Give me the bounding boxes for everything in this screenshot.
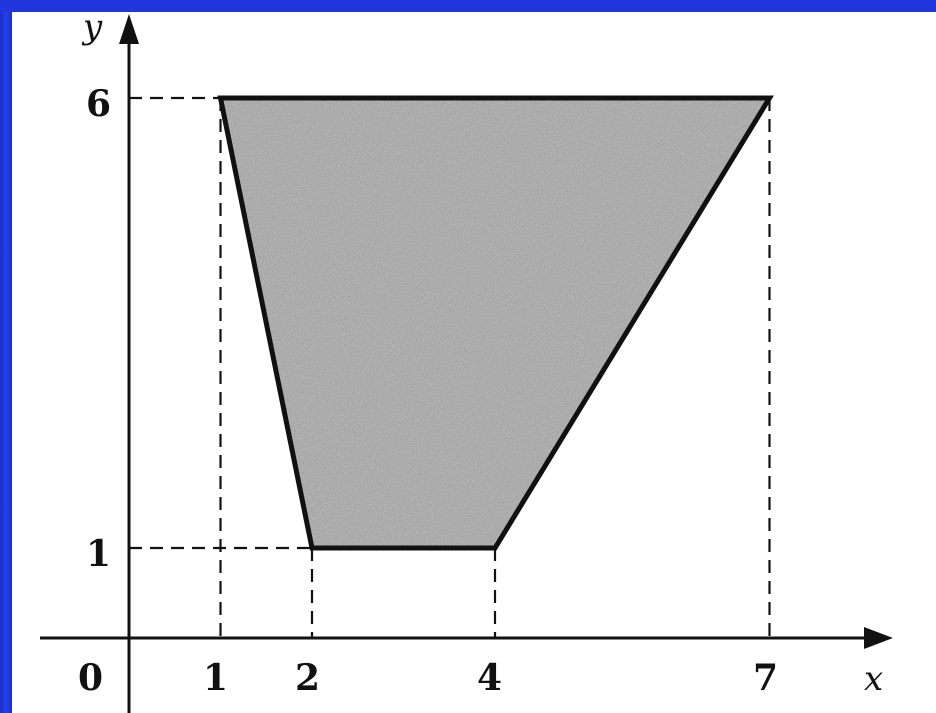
y-axis-label: y xyxy=(81,7,103,47)
x-tick-label-4: 4 xyxy=(477,657,502,699)
slide-top-band xyxy=(0,0,936,12)
y-tick-label-6: 6 xyxy=(86,83,111,125)
x-tick-label-7: 7 xyxy=(753,657,778,699)
x-axis-arrow-icon xyxy=(864,627,893,649)
shaded-region xyxy=(220,98,770,548)
origin-label: 0 xyxy=(78,657,103,699)
x-axis-label: x xyxy=(864,659,883,699)
y-tick-label-1: 1 xyxy=(86,533,111,575)
y-axis-arrow-icon xyxy=(119,14,139,44)
dashed-guides xyxy=(129,96,771,638)
x-tick-label-1: 1 xyxy=(203,657,228,699)
x-tick-label-2: 2 xyxy=(295,657,320,699)
